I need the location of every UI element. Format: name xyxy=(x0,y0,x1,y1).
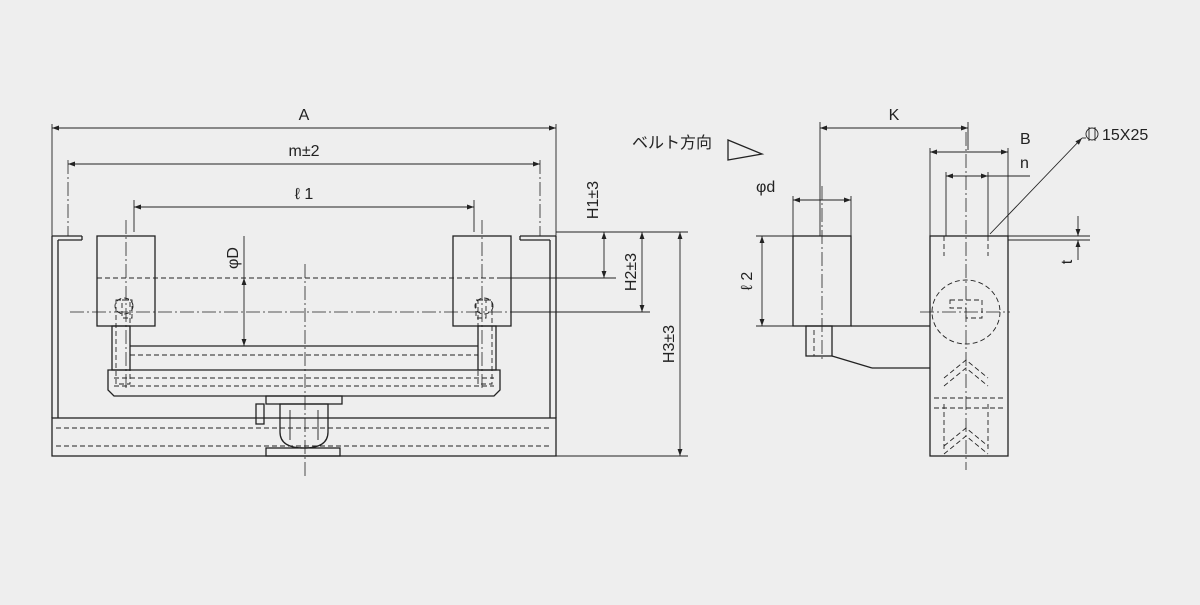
side-bracket xyxy=(920,132,1010,470)
slot-leader-line xyxy=(989,137,1083,235)
cross-plate xyxy=(107,369,501,397)
slot-hole-icon xyxy=(1085,127,1099,141)
roller xyxy=(97,277,511,356)
dim-label-l1: ℓ 1 xyxy=(295,186,314,203)
right-bracket xyxy=(474,297,497,385)
dim-label-m: m±2 xyxy=(288,143,319,160)
dim-label-t: t xyxy=(1059,259,1076,264)
dim-label-K: K xyxy=(889,107,900,124)
dim-label-n: n xyxy=(1020,155,1029,172)
dim-label-phid: φd xyxy=(756,179,775,196)
side-extension-lines xyxy=(756,122,1090,327)
belt-direction-label: ベルト方向 xyxy=(632,134,712,152)
front-extension-lines xyxy=(51,124,688,457)
dim-label-phiD: φD xyxy=(225,247,242,269)
dim-label-l2: ℓ 2 xyxy=(739,272,756,291)
front-view: A m±2 ℓ 1 φD H1±3 H2±3 H3±3 xyxy=(51,107,688,476)
belt-direction-indicator: ベルト方向 xyxy=(632,134,765,161)
left-bracket xyxy=(111,297,134,385)
dim-label-H2: H2±3 xyxy=(623,253,640,291)
side-view: K φd ℓ 2 B n 15X25 t xyxy=(739,107,1148,470)
belt-direction-arrow-icon xyxy=(727,139,765,161)
dim-label-H3: H3±3 xyxy=(661,325,678,363)
front-centerlines xyxy=(67,160,541,476)
dim-label-A: A xyxy=(299,107,310,124)
center-bolt xyxy=(255,395,343,457)
dim-label-H1: H1±3 xyxy=(585,181,602,219)
dim-label-B: B xyxy=(1020,131,1031,148)
dim-label-slot: 15X25 xyxy=(1102,127,1148,144)
side-shaft xyxy=(805,325,930,369)
